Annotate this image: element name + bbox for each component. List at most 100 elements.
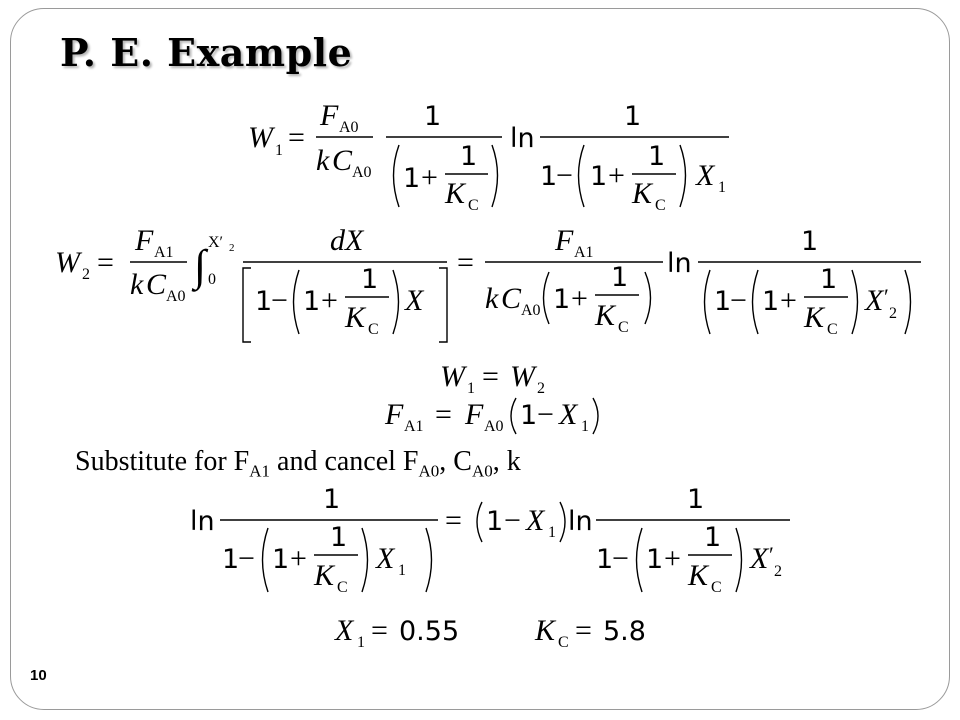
right-paren: [644, 271, 652, 325]
eq-operator: −: [556, 159, 573, 192]
substitution-subscript: A1: [249, 461, 271, 481]
eq-number: 1: [590, 161, 607, 192]
eq-operator: +: [780, 284, 797, 317]
eq-number: 1: [424, 101, 441, 132]
eq-subscript: C: [827, 321, 838, 338]
eq-symbol: W: [248, 121, 276, 154]
eq-subscript: 1: [357, 634, 365, 651]
eq-symbol: W: [510, 360, 538, 393]
right-paren: [491, 144, 499, 208]
equation-fa1: F A1 = F A0 1 − X 1: [384, 397, 599, 435]
integral-lower-limit: 0: [208, 271, 216, 288]
right-paren: [425, 527, 433, 593]
eq-subscript: 1: [548, 524, 556, 541]
eq-symbol: X: [404, 284, 425, 317]
eq-operator: +: [321, 284, 338, 317]
eq-symbol: X: [864, 284, 885, 317]
eq-symbol: F: [384, 398, 404, 431]
eq-subscript: A0: [352, 164, 372, 181]
eq-symbol: K: [594, 299, 617, 332]
eq-number: 1: [801, 226, 818, 257]
eq-symbol: K: [534, 614, 557, 647]
right-paren: [392, 269, 400, 335]
eq-symbol: X: [375, 542, 396, 575]
integral-upper-limit: X′: [208, 234, 223, 251]
eq-number: 1: [596, 544, 613, 575]
right-paren: [735, 527, 743, 593]
eq-subscript: 1: [398, 562, 406, 579]
right-paren: [361, 527, 369, 593]
eq-subscript: C: [337, 579, 348, 596]
ln-function: ln: [667, 248, 692, 279]
eq-subscript: A0: [484, 418, 504, 435]
equation-w1-equals-w2: W 1 = W 2: [440, 360, 545, 397]
substitution-text-suffix: , k: [492, 446, 521, 477]
eq-number: 1: [646, 544, 663, 575]
eq-operator: −: [504, 504, 521, 537]
eq-number: 1: [303, 286, 320, 317]
eq-symbol: k: [316, 144, 330, 177]
eq-subscript: 1: [581, 418, 589, 435]
eq-number: 1: [330, 522, 347, 553]
substitution-subscript: A0: [471, 461, 493, 481]
right-paren: [592, 397, 599, 435]
eq-subscript: 2: [82, 266, 90, 283]
eq-subscript: A0: [166, 288, 186, 305]
eq-subscript: 1: [275, 142, 283, 159]
eq-sign: =: [435, 398, 452, 431]
eq-operator: +: [421, 161, 438, 194]
eq-operator: −: [730, 284, 747, 317]
substitution-text-mid: and cancel F: [270, 446, 419, 477]
eq-symbol: W: [440, 360, 468, 393]
equation-combined: ln 1 1 − 1 + 1 K C X 1 = 1 − X 1 ln 1 1 …: [190, 484, 790, 596]
right-paren: [904, 269, 912, 335]
left-paren: [261, 527, 269, 593]
eq-sign: =: [288, 121, 305, 154]
left-bracket: [242, 267, 251, 343]
left-paren: [577, 144, 585, 208]
eq-sign: =: [445, 504, 462, 537]
left-paren: [635, 527, 643, 593]
slide-title: P. E. Example: [60, 30, 353, 75]
kc-value: 5.8: [603, 616, 646, 647]
eq-number: 1: [624, 101, 641, 132]
right-paren: [851, 269, 859, 335]
equation-w1: W 1 = F A0 k C A0 1 1 + 1 K C ln 1 1 − 1…: [248, 99, 729, 214]
eq-subscript: A1: [154, 244, 174, 261]
eq-sign: =: [482, 360, 499, 393]
eq-number: 1: [460, 141, 477, 172]
integral-sign: ∫: [191, 241, 209, 292]
left-paren: [392, 144, 400, 208]
eq-subscript: 1: [718, 179, 726, 196]
eq-number: 1: [687, 484, 704, 515]
prime-mark: ′: [769, 542, 774, 567]
eq-number: 1: [486, 506, 503, 537]
eq-subscript: C: [468, 197, 479, 214]
eq-sign: =: [371, 614, 388, 647]
eq-symbol: X: [749, 542, 770, 575]
eq-number: 1: [255, 286, 272, 317]
right-bracket: [439, 267, 448, 343]
eq-operator: −: [612, 542, 629, 575]
eq-subscript: C: [558, 634, 569, 651]
eq-subscript: 2: [537, 380, 545, 397]
eq-symbol: C: [146, 268, 167, 301]
eq-subscript: A0: [521, 302, 541, 319]
eq-number: 1: [611, 262, 628, 293]
left-paren: [542, 271, 550, 325]
eq-number: 1: [762, 286, 779, 317]
left-paren: [292, 269, 300, 335]
eq-operator: +: [290, 542, 307, 575]
eq-number: 1: [520, 400, 537, 431]
eq-subscript: A1: [404, 418, 424, 435]
eq-number: 1: [361, 264, 378, 295]
eq-subscript: 2: [889, 305, 897, 322]
substitution-text: Substitute for FA1 and cancel FA0, CA0, …: [75, 446, 521, 482]
eq-symbol: C: [332, 144, 353, 177]
eq-symbol: X: [695, 159, 716, 192]
eq-symbol: K: [444, 177, 467, 210]
eq-subscript: 1: [467, 380, 475, 397]
eq-subscript: C: [711, 579, 722, 596]
eq-sign: =: [575, 614, 592, 647]
eq-symbol: W: [55, 246, 83, 279]
